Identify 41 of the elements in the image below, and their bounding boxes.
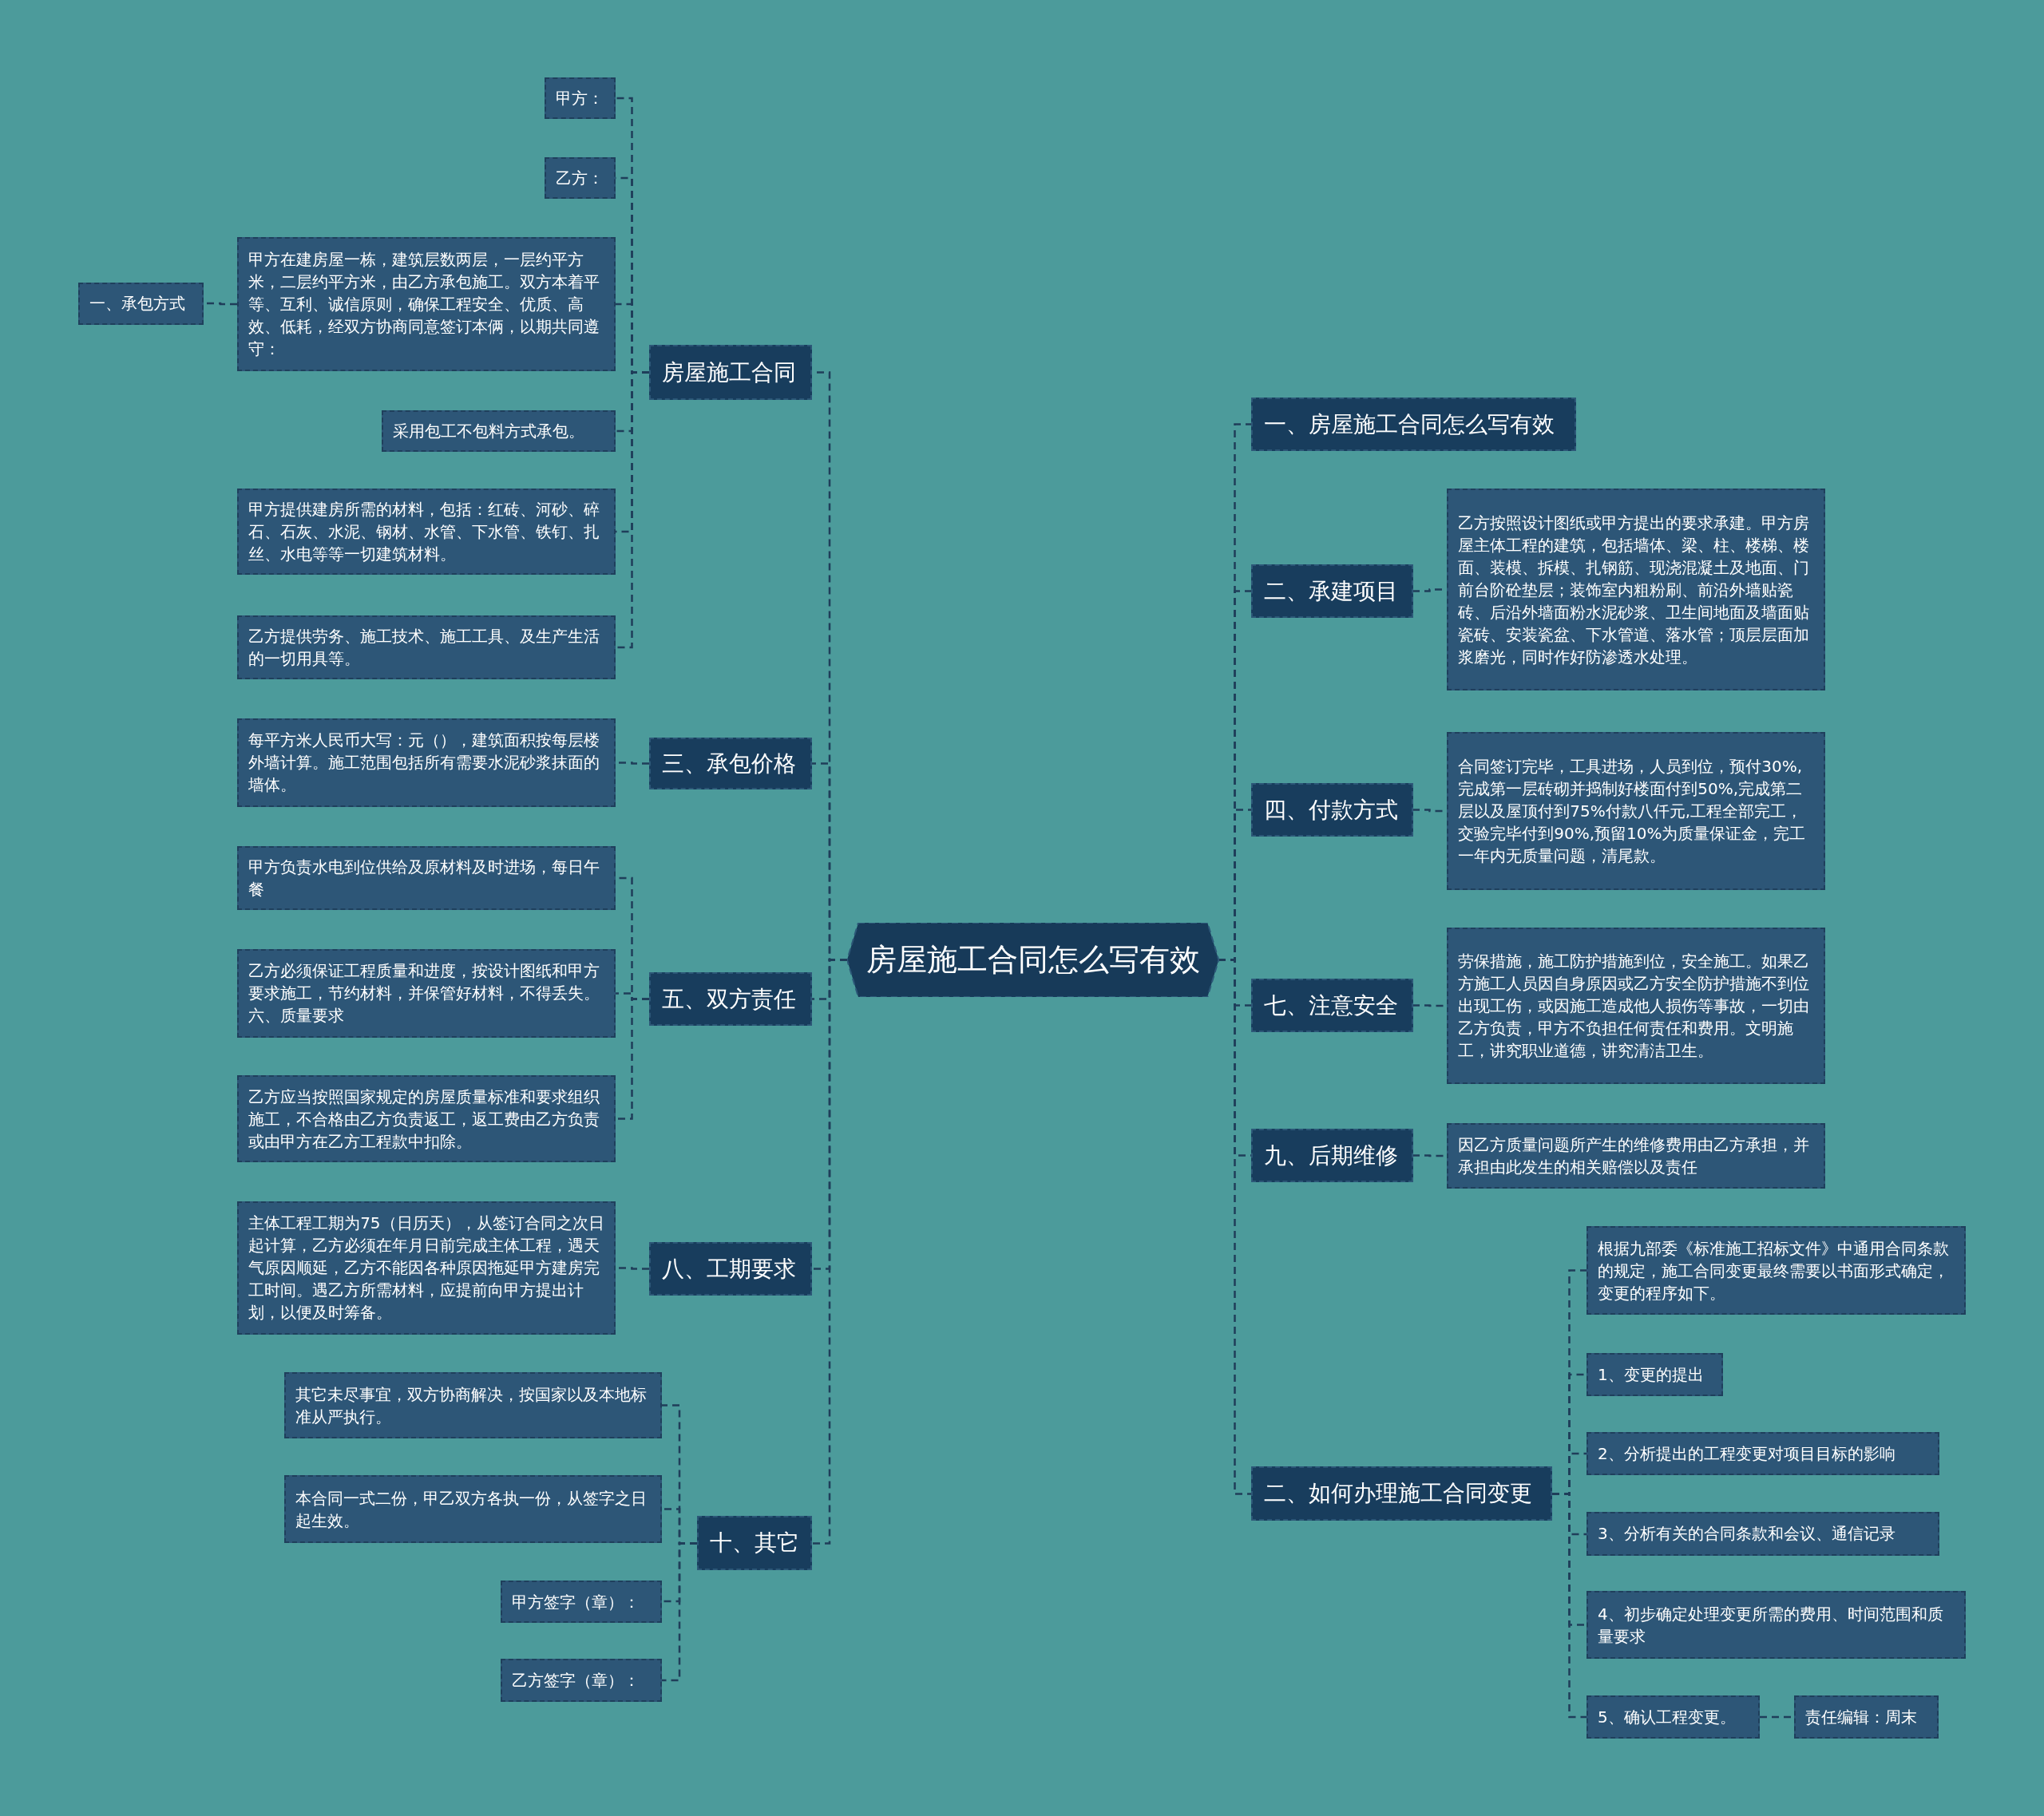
subtopic-box: 1、变更的提出 <box>1586 1352 1724 1396</box>
branch-topic: 房屋施工合同 <box>649 345 813 400</box>
branch-topic: 五、双方责任 <box>649 971 813 1026</box>
branch-topic: 二、承建项目 <box>1251 564 1413 618</box>
subtopic-box: 甲方负责水电到位供给及原材料及时进场，每日午餐 <box>237 846 616 911</box>
subtopic-box: 主体工程工期为75（日历天），从签订合同之次日起计算，乙方必须在年月日前完成主体工程，遇天气原因顺延，乙方不能因各种原因拖延甲方建房完工时间。遇乙方所需材料，应提前向甲方提出计划，以便及时筹备。 <box>237 1201 616 1335</box>
subtopic-box: 乙方： <box>545 156 616 199</box>
subtopic-box: 乙方按照设计图纸或甲方提出的要求承建。甲方房屋主体工程的建筑，包括墙体、梁、柱、楼梯、楼面、装模、拆模、扎钢筋、现浇混凝土及地面、门前台阶砼垫层；装饰室内粗粉刷、前沿外墙贴瓷砖、后沿外墙面粉水泥砂浆、卫生间地面及墙面贴瓷砖、安装瓷盆、下水管道、落水管；顶层层面加浆磨光，同时作好防渗透水处理。 <box>1447 489 1825 691</box>
subtopic-box: 本合同一式二份，甲乙双方各执一份，从签字之日起生效。 <box>283 1475 663 1543</box>
central-topic: 房屋施工合同怎么写有效 <box>847 922 1219 997</box>
subtopic-box: 责任编辑：周末 <box>1793 1695 1939 1739</box>
branch-topic: 八、工期要求 <box>649 1241 813 1296</box>
branch-topic: 七、注意安全 <box>1251 979 1413 1032</box>
branch-topic: 九、后期维修 <box>1251 1128 1413 1182</box>
subtopic-box: 甲方： <box>545 77 616 120</box>
branch-topic: 十、其它 <box>697 1515 813 1571</box>
subtopic-box: 劳保措施，施工防护措施到位，安全施工。如果乙方施工人员因自身原因或乙方安全防护措施不到位出现工伤，或因施工造成他人损伤等事故，一切由乙方负责，甲方不负担任何责任和费用。文明施工，讲究职业道德，讲究清洁卫生。 <box>1447 928 1825 1085</box>
subtopic-box: 每平方米人民币大写：元（），建筑面积按每层楼外墙计算。施工范围包括所有需要水泥砂浆抹面的墙体。 <box>237 718 616 807</box>
subtopic-box: 采用包工不包料方式承包。 <box>382 409 616 452</box>
subtopic-box: 一、承包方式 <box>77 283 204 325</box>
subtopic-box: 3、分析有关的合同条款和会议、通信记录 <box>1586 1511 1940 1557</box>
subtopic-box: 5、确认工程变更。 <box>1586 1695 1761 1739</box>
connector-line <box>1552 1493 1586 1719</box>
subtopic-box: 甲方签字（章）： <box>500 1581 663 1623</box>
subtopic-box: 2、分析提出的工程变更对项目目标的影响 <box>1586 1432 1940 1476</box>
subtopic-box: 乙方签字（章）： <box>500 1659 663 1703</box>
branch-topic: 四、付款方式 <box>1251 783 1413 837</box>
subtopic-box: 其它未尽事宜，双方协商解决，按国家以及本地标准从严执行。 <box>283 1372 663 1439</box>
subtopic-box: 乙方提供劳务、施工技术、施工工具、及生产生活的一切用具等。 <box>237 615 616 680</box>
branch-topic: 一、房屋施工合同怎么写有效 <box>1251 397 1576 451</box>
subtopic-box: 合同签订完毕，工具进场，人员到位，预付30%,完成第一层砖砌并捣制好楼面付到50%,完成第二层以及屋顶付到75%付款八仟元,工程全部完工，交验完毕付到90%,预留10%为质量保证金，完工一年内无质量问题，清尾款。 <box>1447 732 1825 890</box>
subtopic-box: 乙方必须保证工程质量和进度，按设计图纸和甲方要求施工，节约材料，并保管好材料，不得丢失。六、质量要求 <box>237 948 616 1038</box>
subtopic-box: 甲方在建房屋一栋，建筑层数两层，一层约平方米，二层约平方米，由乙方承包施工。双方本着平等、互利、诚信原则，确保工程安全、优质、高效、低耗，经双方协商同意签订本俩，以期共同遵守： <box>237 237 616 372</box>
branch-topic: 三、承包价格 <box>649 738 813 790</box>
connector-line <box>662 1542 697 1682</box>
subtopic-box: 因乙方质量问题所产生的维修费用由乙方承担，并承担由此发生的相关赔偿以及责任 <box>1447 1123 1825 1189</box>
subtopic-box: 4、初步确定处理变更所需的费用、时间范围和质量要求 <box>1586 1591 1967 1660</box>
subtopic-box: 甲方提供建房所需的材料，包括：红砖、河砂、碎石、石灰、水泥、钢材、水管、下水管、铁钉、扎丝、水电等等一切建筑材料。 <box>237 489 616 576</box>
subtopic-box: 根据九部委《标准施工招标文件》中通用合同条款的规定，施工合同变更最终需要以书面形式确定，变更的程序如下。 <box>1586 1226 1967 1316</box>
branch-topic: 二、如何办理施工合同变更 <box>1251 1466 1553 1521</box>
subtopic-box: 乙方应当按照国家规定的房屋质量标准和要求组织施工，不合格由乙方负责返工，返工费由乙方负责或由甲方在乙方工程款中扣除。 <box>237 1074 616 1163</box>
